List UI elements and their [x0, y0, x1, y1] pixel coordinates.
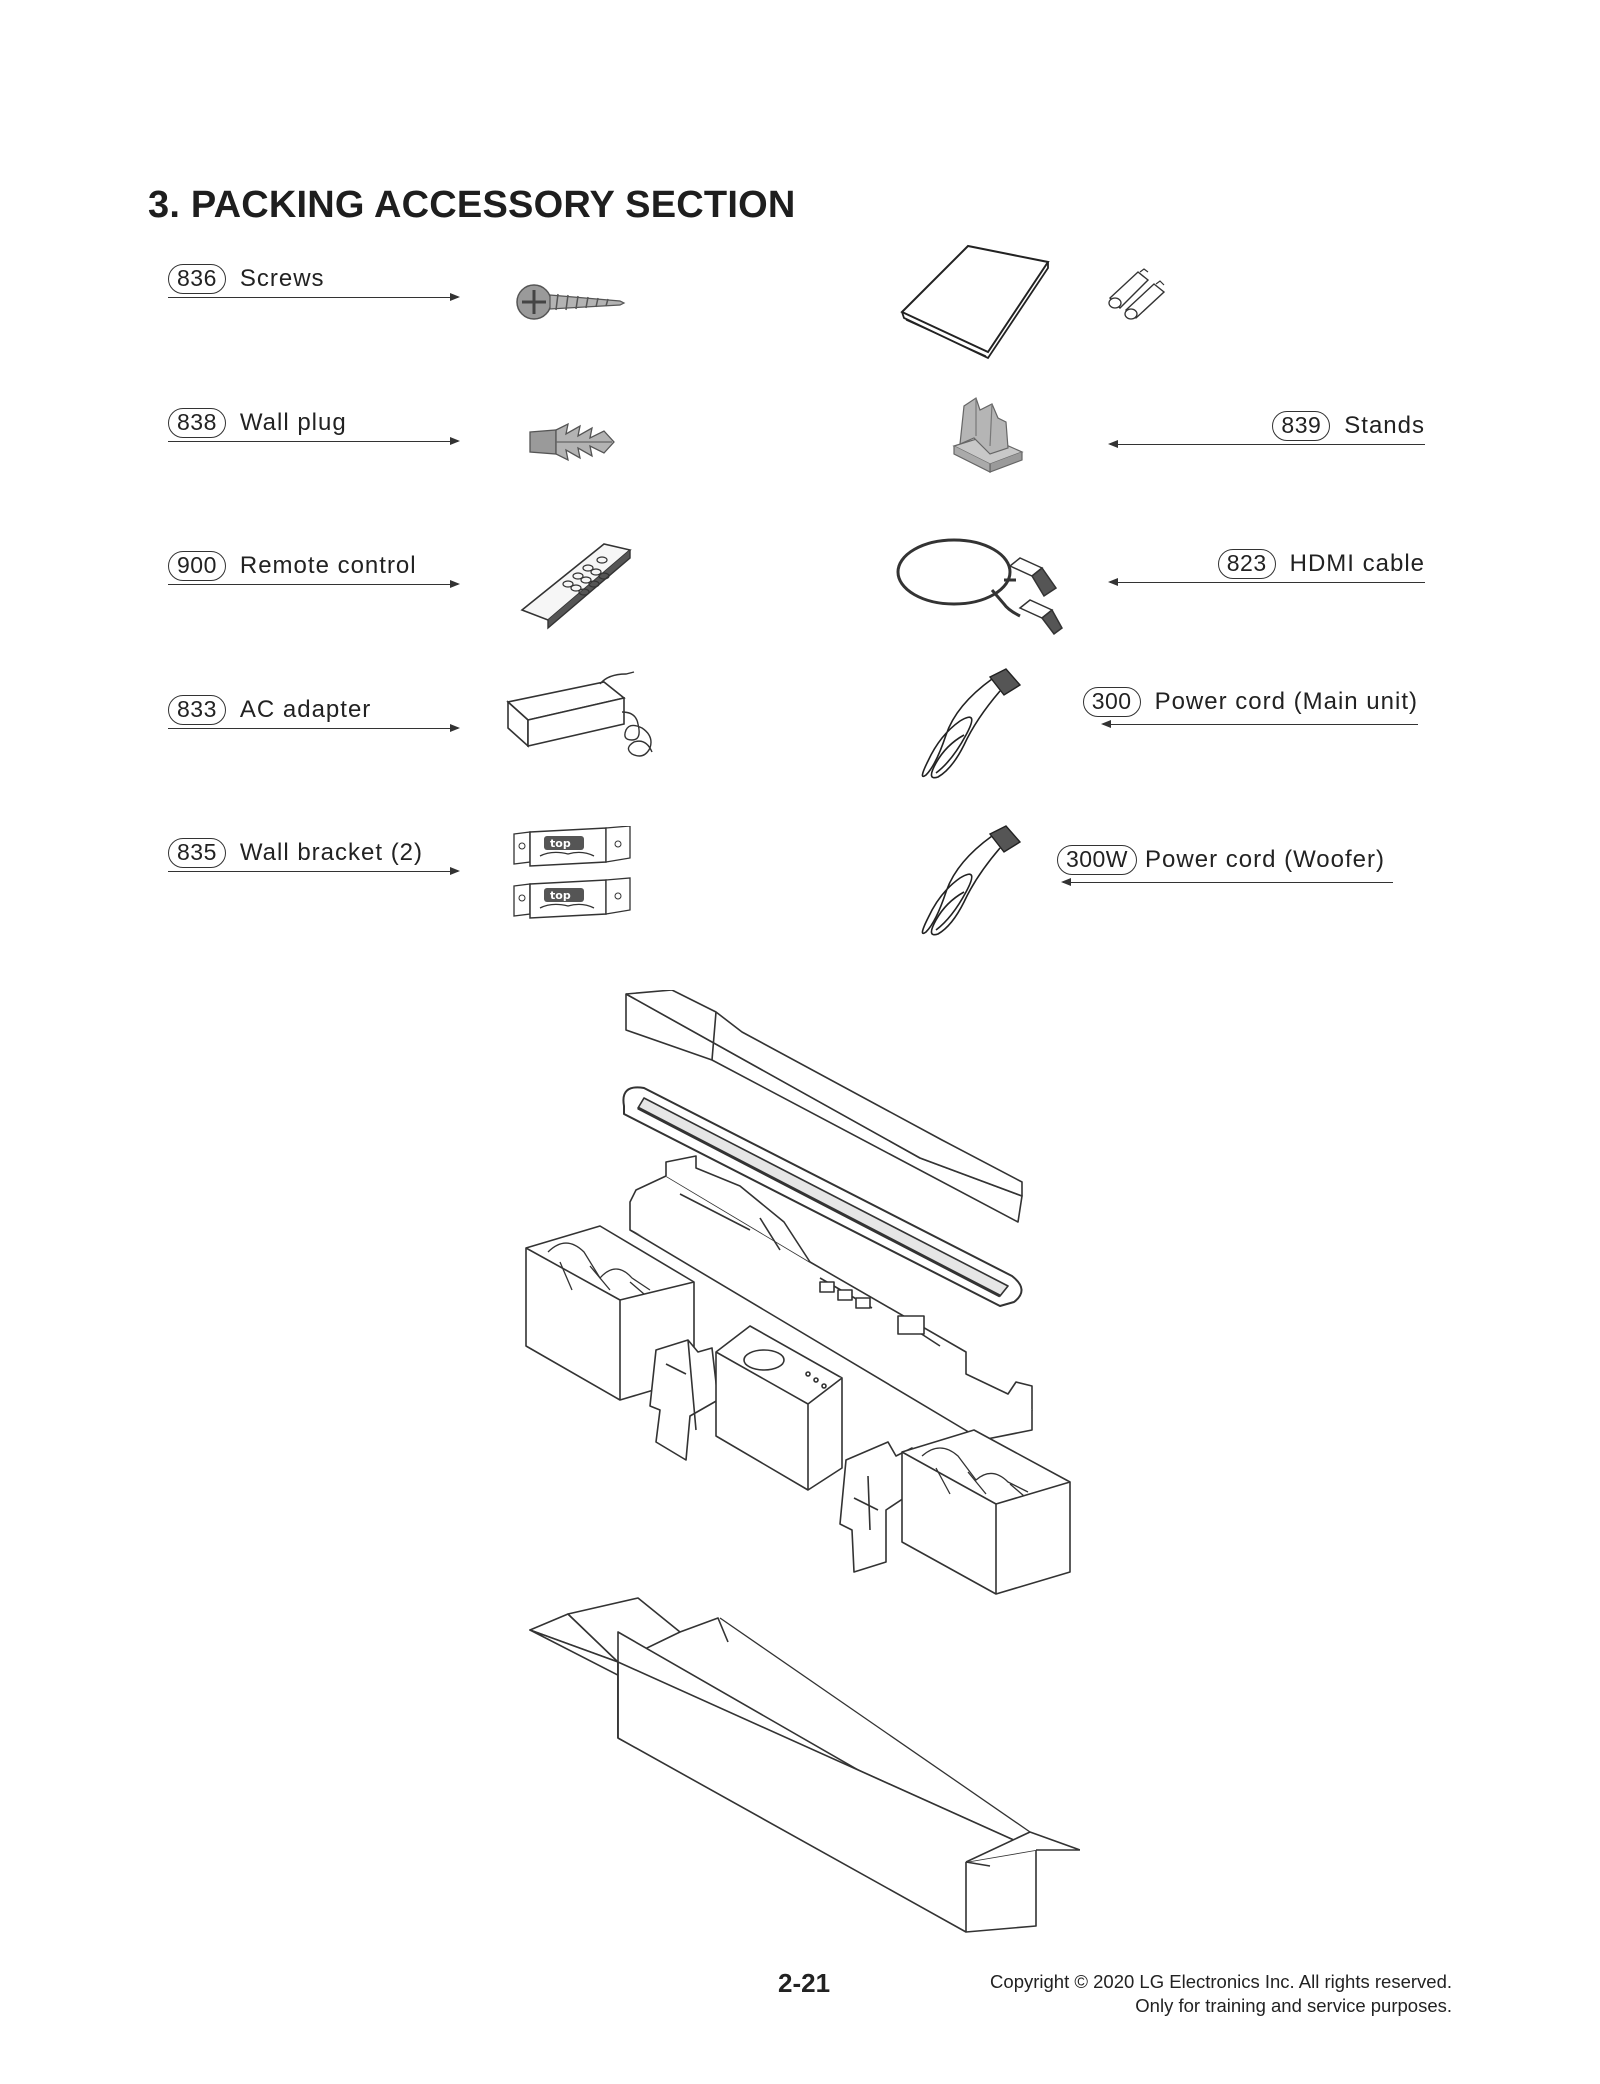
part-label-screws: 836 Screws — [168, 264, 325, 294]
part-label-hdmi-cable: 823 HDMI cable — [1217, 549, 1425, 579]
part-label-power-cord-main: 300 Power cord (Main unit) — [1082, 687, 1418, 717]
part-name: Power cord (Woofer) — [1145, 846, 1385, 873]
manual-booklet-icon — [900, 244, 1050, 360]
bar-cushion-tray — [629, 1155, 1033, 1441]
leader-arrow — [168, 437, 460, 445]
right-end-cushion — [901, 1429, 1071, 1595]
part-label-power-cord-woofer: 300W Power cord (Woofer) — [1056, 845, 1385, 875]
bracket-top-text: top — [550, 837, 571, 850]
part-label-wall-plug: 838 Wall plug — [168, 408, 347, 438]
power-cord-icon — [921, 668, 1022, 779]
part-label-remote-control: 900 Remote control — [168, 551, 417, 581]
left-end-cushion — [525, 1225, 695, 1401]
part-code: 300W — [1056, 845, 1138, 875]
bracket-top-text: top — [550, 889, 571, 902]
hdmi-cable-icon — [896, 538, 1063, 636]
woofer-cushion-left — [649, 1339, 719, 1461]
ac-adapter-icon — [506, 671, 653, 757]
leader-arrow — [1101, 720, 1418, 728]
remote-control-icon — [520, 543, 632, 630]
training-note: Only for training and service purposes. — [1135, 1995, 1452, 2016]
woofer-cushion-right — [839, 1441, 917, 1573]
part-code: 900 — [168, 551, 226, 581]
leader-arrow — [1061, 878, 1393, 886]
leader-arrow — [168, 724, 460, 732]
part-name: Stands — [1344, 412, 1425, 439]
part-name: Screws — [239, 265, 325, 292]
subwoofer-unit — [715, 1325, 843, 1491]
part-name: Remote control — [239, 552, 417, 579]
section-title: 3. PACKING ACCESSORY SECTION — [148, 184, 796, 226]
part-code: 838 — [168, 408, 226, 438]
part-label-wall-bracket: 835 Wall bracket (2) — [168, 838, 423, 868]
page-number: 2-21 — [778, 1968, 831, 1998]
part-code: 300 — [1082, 687, 1141, 717]
batteries-icon — [1108, 268, 1166, 320]
stand-icon — [952, 397, 1024, 473]
screw-icon — [516, 284, 626, 320]
part-label-ac-adapter: 833 AC adapter — [168, 695, 371, 725]
power-cord-icon — [921, 825, 1022, 936]
top-cushion — [625, 990, 1023, 1223]
part-code: 823 — [1217, 549, 1276, 579]
wall-bracket-icon: top top — [513, 826, 631, 919]
wall-plug-icon — [529, 422, 615, 462]
part-name: AC adapter — [239, 696, 372, 723]
soundbar-main-unit — [622, 1086, 1023, 1307]
leader-arrow — [1108, 578, 1425, 586]
part-name: Wall bracket (2) — [239, 839, 424, 866]
leader-arrow — [168, 293, 460, 301]
part-code: 835 — [168, 838, 226, 868]
part-code: 833 — [168, 695, 226, 725]
leader-arrow — [168, 867, 460, 875]
copyright-line: Copyright © 2020 LG Electronics Inc. All… — [990, 1971, 1452, 1992]
part-code: 836 — [168, 264, 226, 294]
copyright-notice: Copyright © 2020 LG Electronics Inc. All… — [990, 1970, 1452, 2018]
part-label-stands: 839 Stands — [1272, 411, 1425, 441]
packing-exploded-diagram — [525, 990, 1080, 1933]
leader-arrow — [168, 580, 460, 588]
part-name: Power cord (Main unit) — [1154, 688, 1418, 715]
part-name: HDMI cable — [1289, 550, 1425, 577]
part-name: Wall plug — [239, 409, 347, 436]
part-code: 839 — [1272, 411, 1331, 441]
leader-arrow — [1108, 440, 1425, 448]
carton-box — [529, 1597, 1080, 1933]
